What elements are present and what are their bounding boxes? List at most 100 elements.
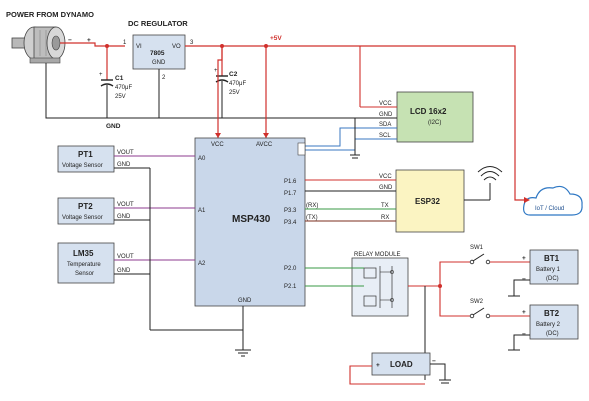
regulator-part: 7805	[150, 50, 165, 57]
esp-rx: RX	[381, 215, 389, 221]
c1-voltage: 25V	[115, 94, 126, 100]
load-label: LOAD	[390, 360, 413, 369]
lcd-sub: (I2C)	[428, 120, 441, 126]
lcd-module	[396, 91, 474, 143]
sensor-gnd-bus	[114, 167, 243, 331]
dynamo-label: POWER FROM DYNAMO	[6, 10, 94, 19]
esp-tx-label: (TX)	[306, 215, 318, 221]
c1-capacitor	[100, 46, 114, 118]
bt1-title: BT1	[544, 254, 560, 263]
mcu-gnd: GND	[238, 298, 252, 304]
mcu-p21: P2.1	[284, 284, 297, 290]
lm35-sub2: Sensor	[75, 271, 94, 277]
esp-wires	[305, 179, 396, 222]
c1-plus: +	[99, 72, 103, 78]
regulator-block	[132, 34, 186, 70]
bt2-battery	[529, 304, 579, 340]
dynamo-icon	[11, 26, 66, 64]
lcd-title: LCD 16x2	[410, 107, 447, 116]
lcd-pin-scl: SCL	[379, 133, 391, 139]
pt1-sensor	[57, 145, 115, 173]
lm35-title: LM35	[73, 249, 94, 258]
lcd-pin-vcc: VCC	[379, 101, 392, 107]
c1-value: 470μF	[115, 85, 132, 91]
cloud-label: IoT / Cloud	[535, 206, 564, 212]
relay-internals	[363, 266, 394, 308]
esp-tx: TX	[381, 203, 389, 209]
esp-gnd: GND	[379, 185, 393, 191]
cloud-icon	[523, 185, 583, 216]
mcu-p33: P3.3	[284, 208, 297, 214]
bt1-negative-wire	[513, 279, 530, 296]
wifi-antenna-icon	[464, 166, 503, 201]
mcu-p34: P3.4	[284, 220, 297, 226]
sw2-label: SW2	[470, 299, 484, 305]
lm35-sensor	[57, 242, 115, 284]
pt1-title: PT1	[78, 150, 93, 159]
bt2-title: BT2	[544, 309, 560, 318]
pt1-sub: Voltage Sensor	[62, 163, 103, 169]
regulator-pin2: 2	[162, 75, 166, 81]
lm35-sub1: Temperature	[67, 262, 101, 268]
mcu-name: MSP430	[232, 214, 271, 225]
regulator-title: DC REGULATOR	[128, 19, 188, 28]
regulator-vi: VI	[136, 44, 142, 50]
regulator-gnd: GND	[152, 60, 166, 66]
gnd-rail-label: GND	[106, 123, 121, 130]
mcu-p20: P2.0	[284, 266, 297, 272]
bt1-sub1: Battery 1	[536, 267, 561, 273]
mcu-a1: A1	[198, 208, 206, 214]
pt2-sub: Voltage Sensor	[62, 215, 103, 221]
pt2-title: PT2	[78, 202, 93, 211]
regulator-vo: VO	[172, 44, 181, 50]
esp-rx-label: (RX)	[306, 203, 318, 209]
esp32-module	[395, 169, 465, 233]
lcd-pin-gnd: GND	[379, 112, 393, 118]
pt1-vout: VOUT	[117, 150, 134, 156]
mcu-p17: P1.7	[284, 191, 297, 197]
pt2-vout: VOUT	[117, 202, 134, 208]
bt1-plus: +	[522, 255, 526, 262]
lm35-vout: VOUT	[117, 254, 134, 260]
lcd-wires	[305, 46, 397, 159]
esp-name: ESP32	[415, 197, 440, 206]
load-negative-wire	[430, 363, 446, 380]
load-minus: −	[432, 358, 436, 365]
dynamo-plus-sign: +	[87, 37, 91, 44]
mcu-p16: P1.6	[284, 179, 297, 185]
dynamo-negative-wire	[45, 63, 360, 119]
mcu-vcc: VCC	[211, 142, 224, 148]
regulator-pin1: 1	[123, 40, 127, 46]
bt1-battery	[529, 249, 579, 285]
mcu-vcc-wire	[217, 46, 223, 138]
mcu-a2: A2	[198, 261, 206, 267]
load-plus: +	[376, 362, 380, 369]
relay-title: RELAY MODULE	[354, 252, 400, 258]
regulator-pin3: 3	[190, 40, 194, 46]
c2-plus: +	[214, 68, 218, 74]
c2-value: 470μF	[229, 81, 246, 87]
sw1-label: SW1	[470, 245, 484, 251]
bt2-sub2: (DC)	[546, 331, 559, 337]
bt2-negative-wire	[513, 334, 530, 350]
bt2-sub1: Battery 2	[536, 322, 561, 328]
pt2-sensor	[57, 197, 115, 225]
c2-voltage: 25V	[229, 90, 240, 96]
bt2-plus: +	[522, 309, 526, 316]
dynamo-minus-sign: −	[68, 37, 72, 44]
lm35-gnd: GND	[117, 268, 131, 274]
plus5v-label: +5V	[270, 35, 282, 42]
mcu-avcc: AVCC	[256, 142, 273, 148]
pt2-gnd: GND	[117, 214, 131, 220]
sw1-switch	[469, 253, 530, 265]
c2-name: C2	[229, 71, 238, 78]
sw2-switch	[469, 307, 530, 319]
pt1-gnd: GND	[117, 162, 131, 168]
c1-name: C1	[115, 75, 124, 82]
esp-vcc: VCC	[379, 174, 392, 180]
bt1-sub2: (DC)	[546, 276, 559, 282]
lcd-pin-sda: SDA	[379, 122, 391, 128]
load-positive-wire	[349, 365, 425, 385]
